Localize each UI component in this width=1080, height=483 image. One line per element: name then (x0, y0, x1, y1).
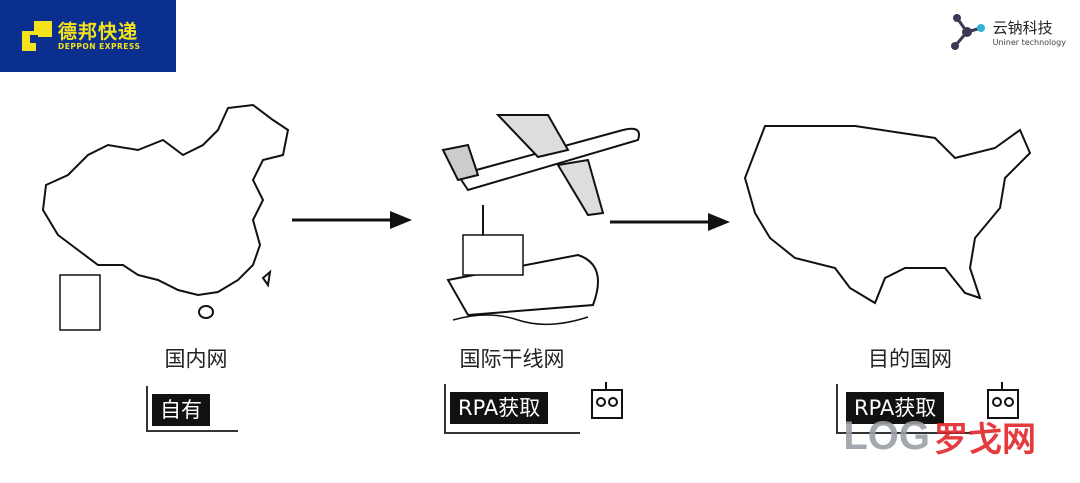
usa-map-icon (743, 125, 1032, 305)
stage-label-domestic: 国内网 (164, 347, 228, 371)
plane-and-ship-icon (441, 114, 640, 326)
deppon-name-en: DEPPON EXPRESS (58, 41, 141, 51)
deppon-logo: 德邦快递 DEPPON EXPRESS (0, 0, 176, 72)
watermark-log: LOG (843, 414, 930, 458)
uniner-name-cn: 云钠科技 (992, 19, 1053, 37)
deppon-name-cn: 德邦快递 (58, 20, 139, 43)
stage-tag-own: 自有 (152, 394, 210, 426)
stage-tag-rpa-destination: RPA获取 (846, 392, 945, 424)
stage-tag-rpa: RPA获取 (450, 392, 549, 424)
logclub-watermark: LOG 罗戈网 (843, 412, 1036, 461)
robot-mascot-icon (987, 382, 1019, 419)
uniner-logo: 云钠科技 Uniner technology (947, 10, 1066, 54)
deppon-mark-icon (22, 21, 52, 51)
arrow-right-icon (292, 211, 412, 229)
uniner-molecule-icon (950, 14, 985, 50)
robot-mascot-icon (591, 382, 623, 419)
stage-label-destination: 目的国网 (868, 347, 952, 371)
china-map-icon (41, 103, 290, 331)
stage-label-international: 国际干线网 (459, 347, 565, 371)
arrow-right-icon (610, 213, 730, 231)
uniner-name-en: Uniner technology (992, 38, 1066, 47)
watermark-cn: 罗戈网 (934, 420, 1036, 460)
